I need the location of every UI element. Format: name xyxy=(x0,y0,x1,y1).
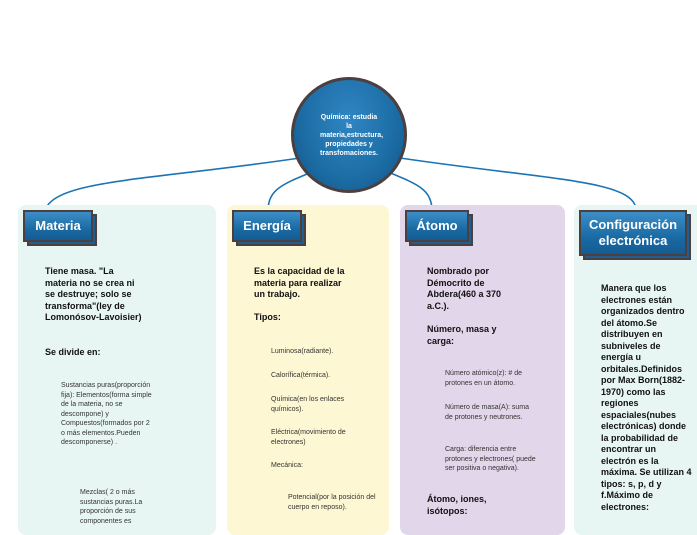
energia-item-tipos[interactable]: Tipos: xyxy=(254,312,281,322)
link-energia xyxy=(267,171,313,209)
atomo-subitem-numero-masa[interactable]: Número de masa(A): suma de protones y ne… xyxy=(445,404,530,421)
topic-atomo[interactable]: Átomo xyxy=(405,210,473,246)
link-configuracion xyxy=(399,157,637,209)
materia-subitem-sustancias[interactable]: Sustancias puras(proporción fija): Eleme… xyxy=(61,382,152,446)
materia-item-masa[interactable]: Tiene masa. "La materia no se crea ni se… xyxy=(45,266,142,322)
branch-panel-energia xyxy=(227,205,389,535)
atomo-item-numero-masa-carga[interactable]: Número, masa y carga: xyxy=(427,324,497,346)
energia-tipo-electrica[interactable]: Eléctrica(movimiento de electrones) xyxy=(271,429,346,446)
energia-tipo-mecanica[interactable]: Mecánica: xyxy=(271,462,303,469)
branch-panel-atomo xyxy=(400,205,565,535)
energia-item-definicion[interactable]: Es la capacidad de la materia para reali… xyxy=(254,266,345,299)
central-topic-text: Química: estudia la materia,estructura, … xyxy=(320,113,384,157)
topic-configuracion[interactable]: Configuración electrónica xyxy=(579,210,691,260)
link-atomo xyxy=(387,171,433,209)
topic-energia[interactable]: Energía xyxy=(232,210,306,246)
energia-mecanica-potencial[interactable]: Potencial(por la posición del cuerpo en … xyxy=(288,494,376,511)
topic-energia-label: Energía xyxy=(232,210,302,242)
materia-item-divide[interactable]: Se divide en: xyxy=(45,347,101,357)
atomo-subitem-carga[interactable]: Carga: diferencia entre protones y elect… xyxy=(445,446,536,472)
topic-configuracion-label: Configuración electrónica xyxy=(579,210,687,256)
topic-atomo-label: Átomo xyxy=(405,210,469,242)
branch-panel-materia xyxy=(18,205,216,535)
materia-subitem-mezclas[interactable]: Mezclas( 2 o más sustancias puras.La pro… xyxy=(80,489,143,525)
topic-materia[interactable]: Materia xyxy=(23,210,97,246)
config-item-definicion[interactable]: Manera que los electrones están organiza… xyxy=(601,283,692,512)
link-materia xyxy=(45,157,301,209)
central-topic-node[interactable]: Química: estudia la materia,estructura, … xyxy=(291,77,407,193)
topic-materia-label: Materia xyxy=(23,210,93,242)
energia-tipo-luminosa[interactable]: Luminosa(radiante). xyxy=(271,348,334,355)
atomo-item-iones-isotopos[interactable]: Átomo, iones, isótopos: xyxy=(427,494,487,516)
atomo-subitem-numero-atomico[interactable]: Número atómico(z): # de protones en un á… xyxy=(445,370,523,387)
energia-tipo-calorifica[interactable]: Calorífica(térmica). xyxy=(271,372,331,379)
energia-tipo-quimica[interactable]: Química(en los enlaces químicos). xyxy=(271,396,345,413)
atomo-item-democrito[interactable]: Nombrado por Démocrito de Abdera(460 a 3… xyxy=(427,266,502,311)
